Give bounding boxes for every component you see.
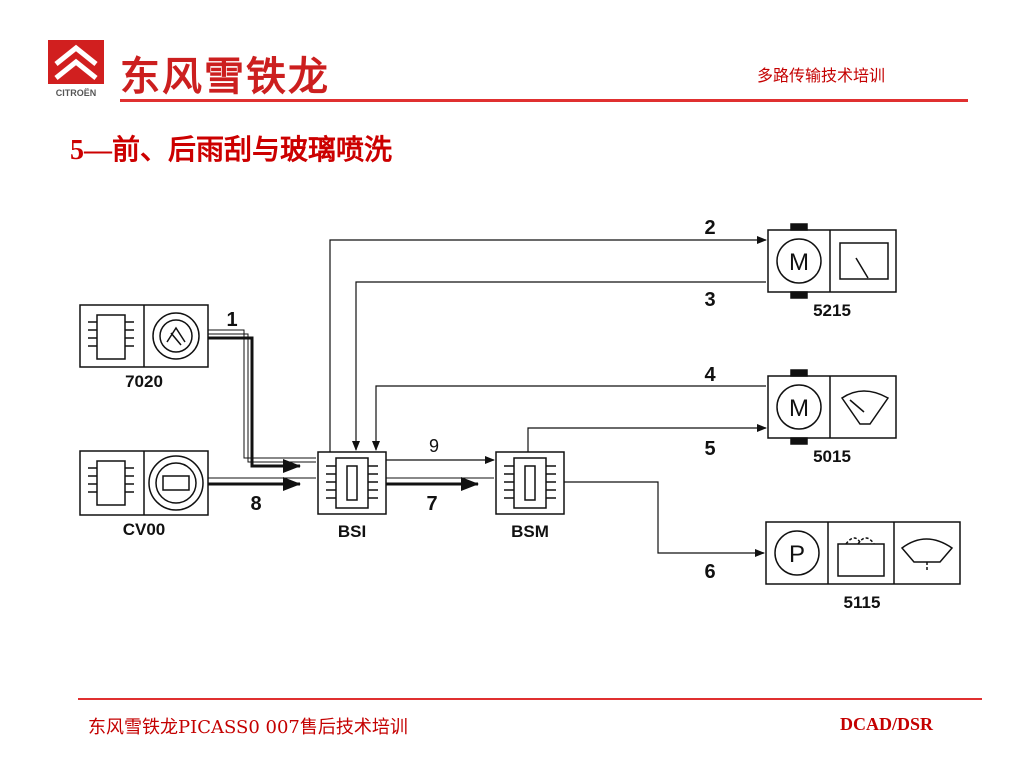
link-label-1: 1 <box>226 309 237 331</box>
unit-cv00 <box>79 450 209 516</box>
link-label-5: 5 <box>704 438 715 460</box>
unit-bsi <box>317 451 387 515</box>
slide-title: 5—前、后雨刮与玻璃喷洗 <box>70 135 393 166</box>
link-label-9: 9 <box>429 436 439 456</box>
label-bsm: BSM <box>511 522 549 541</box>
link-label-7: 7 <box>426 493 437 515</box>
label-bsi: BSI <box>338 522 366 541</box>
footer-right-text: DCAD/DSR <box>840 714 934 734</box>
pump-symbol-5115: P <box>789 541 805 568</box>
connections <box>208 236 767 557</box>
citroen-logo: CITROËN <box>44 38 108 100</box>
label-5015: 5015 <box>813 447 851 466</box>
link-label-8: 8 <box>250 493 261 515</box>
unit-5115 <box>765 521 961 585</box>
label-5115: 5115 <box>844 593 881 612</box>
header-divider <box>120 99 968 102</box>
footer-divider <box>78 698 982 700</box>
logo-text: CITROËN <box>56 88 97 98</box>
unit-5215 <box>767 223 897 299</box>
link-label-6: 6 <box>704 561 715 583</box>
course-title: 多路传输技术培训 <box>757 66 886 85</box>
unit-bsm <box>495 451 565 515</box>
footer-left-text: 东风雪铁龙PICASS0 007售后技术培训 <box>88 717 408 738</box>
label-5215: 5215 <box>813 301 851 320</box>
label-cv00: CV00 <box>123 520 166 539</box>
link-label-4: 4 <box>704 364 716 386</box>
motor-symbol-5015: M <box>789 395 809 422</box>
unit-7020 <box>79 304 209 368</box>
label-7020: 7020 <box>125 372 163 391</box>
motor-symbol-5215: M <box>789 249 809 276</box>
unit-5015 <box>767 369 897 445</box>
link-label-2: 2 <box>704 217 715 239</box>
brand-name: 东风雪铁龙 <box>120 53 330 100</box>
link-label-3: 3 <box>704 289 715 311</box>
